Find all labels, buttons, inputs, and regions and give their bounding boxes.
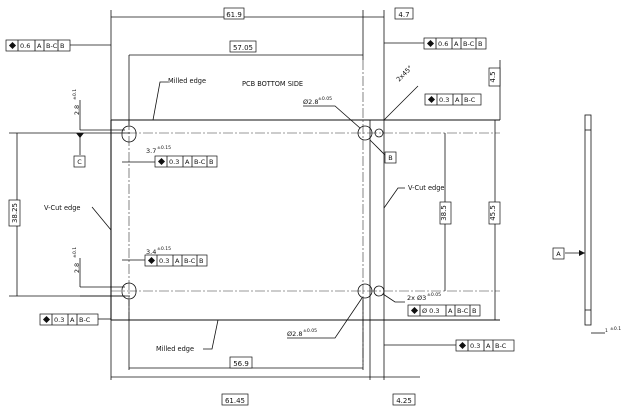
svg-text:B-C: B-C bbox=[184, 257, 196, 265]
fcf-bottom-right: 0.3 A B-C bbox=[384, 339, 515, 352]
svg-text:Ø 0.3: Ø 0.3 bbox=[422, 307, 440, 315]
svg-text:A: A bbox=[454, 40, 459, 48]
datum-a: A bbox=[556, 250, 561, 258]
fcf-slot-bottom: 0.3 A B-C B bbox=[122, 254, 208, 267]
svg-text:C: C bbox=[77, 158, 82, 166]
fcf-bottom-left: 0.3 A B-C bbox=[39, 313, 111, 326]
dim-top-left-hole: 2.8 bbox=[73, 105, 81, 115]
datum-c: C bbox=[73, 133, 86, 168]
labels: PCB BOTTOM SIDE Milled edge Milled edge … bbox=[44, 77, 444, 353]
svg-text:0.3: 0.3 bbox=[439, 96, 449, 104]
label-milled-edge-top: Milled edge bbox=[168, 77, 206, 85]
svg-text:B-C: B-C bbox=[495, 342, 507, 350]
svg-text:B-C: B-C bbox=[457, 307, 469, 315]
svg-text:±0.15: ±0.15 bbox=[157, 246, 171, 252]
dim-right-outer-height: 45.5 bbox=[489, 205, 497, 221]
svg-text:B-C: B-C bbox=[79, 316, 91, 324]
label-vcut-left: V-Cut edge bbox=[44, 204, 80, 212]
hole-bottom-right bbox=[357, 283, 373, 299]
svg-text:±0.1: ±0.1 bbox=[610, 326, 621, 332]
svg-text:0.6: 0.6 bbox=[20, 42, 30, 50]
svg-text:B: B bbox=[60, 42, 64, 50]
fcf-holes-2x: Ø 0.3 A B-C B bbox=[407, 304, 481, 317]
dim-right-inner-height: 38.5 bbox=[440, 205, 448, 221]
svg-text:A: A bbox=[37, 42, 42, 50]
svg-text:B: B bbox=[472, 307, 476, 315]
slot-bottom-width: 3.4 bbox=[146, 248, 156, 256]
side-view: A 1 ±0.1 bbox=[552, 114, 621, 334]
svg-text:B-C: B-C bbox=[464, 96, 476, 104]
holes bbox=[80, 125, 385, 300]
hole-right-edge bbox=[373, 285, 385, 297]
dim-top-hole-spacing: 57.05 bbox=[233, 44, 253, 52]
svg-text:±0.05: ±0.05 bbox=[303, 328, 317, 334]
label-vcut-right: V-Cut edge bbox=[408, 184, 444, 192]
dim-bottom-right-offset: 4.25 bbox=[396, 397, 412, 405]
svg-text:±0.1: ±0.1 bbox=[72, 247, 78, 258]
svg-text:B-C: B-C bbox=[46, 42, 58, 50]
svg-text:±0.05: ±0.05 bbox=[318, 96, 332, 102]
fcf-right-upper: 0.3 A B-C bbox=[424, 93, 482, 106]
diameter-callouts: Ø2.8 ±0.05 Ø2.8 ±0.05 2x Ø3 ±0.05 3.7 ±0… bbox=[146, 96, 441, 339]
fcf-top-right: 0.6 A B-C B bbox=[384, 37, 487, 50]
svg-text:A: A bbox=[455, 96, 460, 104]
svg-text:A: A bbox=[175, 257, 180, 265]
svg-text:0.3: 0.3 bbox=[159, 257, 169, 265]
slot-top-left bbox=[121, 125, 137, 143]
dim-bottom-hole-spacing: 56.9 bbox=[233, 360, 249, 368]
svg-text:±0.1: ±0.1 bbox=[72, 89, 78, 100]
svg-text:A: A bbox=[448, 307, 453, 315]
hole-top-right bbox=[357, 125, 373, 141]
dim-thickness: 1 bbox=[605, 328, 608, 334]
dia-top-right: Ø2.8 bbox=[303, 98, 318, 106]
datum-b: B bbox=[369, 139, 397, 164]
svg-text:A: A bbox=[486, 342, 491, 350]
top-dimensions: 61.9 4.7 57.05 bbox=[110, 7, 414, 125]
svg-text:0.3: 0.3 bbox=[169, 158, 179, 166]
svg-text:B: B bbox=[199, 257, 203, 265]
bottom-dimensions: 56.9 61.45 4.25 bbox=[110, 298, 420, 406]
dia-bottom-right: Ø2.8 bbox=[287, 330, 302, 338]
svg-text:B: B bbox=[209, 158, 213, 166]
svg-text:0.3: 0.3 bbox=[470, 342, 480, 350]
svg-text:0.3: 0.3 bbox=[54, 316, 64, 324]
dim-right-top: 4.5 bbox=[489, 71, 497, 82]
svg-text:A: A bbox=[70, 316, 75, 324]
svg-text:B-C: B-C bbox=[194, 158, 206, 166]
dim-bottom-width: 61.45 bbox=[225, 397, 245, 405]
dim-chamfer: 2x45° bbox=[395, 64, 414, 83]
svg-text:B-C: B-C bbox=[463, 40, 475, 48]
slot-bottom-left bbox=[121, 282, 137, 300]
svg-text:±0.05: ±0.05 bbox=[427, 292, 441, 298]
dia-2x: 2x Ø3 bbox=[407, 294, 426, 302]
slot-top-width: 3.7 bbox=[146, 147, 156, 155]
svg-text:±0.15: ±0.15 bbox=[157, 145, 171, 151]
dim-left-height: 38.25 bbox=[11, 203, 19, 223]
drawing-title: PCB BOTTOM SIDE bbox=[242, 80, 303, 88]
svg-text:A: A bbox=[185, 158, 190, 166]
hole-right-edge-top bbox=[374, 128, 384, 138]
dim-top-right-offset: 4.7 bbox=[398, 11, 409, 19]
fcf-top-left: 0.6 A B-C B bbox=[5, 39, 111, 52]
fcf-slot-top: 0.3 A B-C B bbox=[122, 155, 218, 168]
svg-text:B: B bbox=[478, 40, 482, 48]
svg-text:0.6: 0.6 bbox=[438, 40, 448, 48]
label-milled-edge-bottom: Milled edge bbox=[156, 345, 194, 353]
dim-bottom-left-hole: 2.8 bbox=[73, 263, 81, 273]
svg-text:B: B bbox=[388, 154, 392, 162]
left-dimensions: 38.25 2.8 ±0.1 2.8 ±0.1 bbox=[8, 89, 81, 296]
dim-top-width: 61.9 bbox=[226, 11, 242, 19]
